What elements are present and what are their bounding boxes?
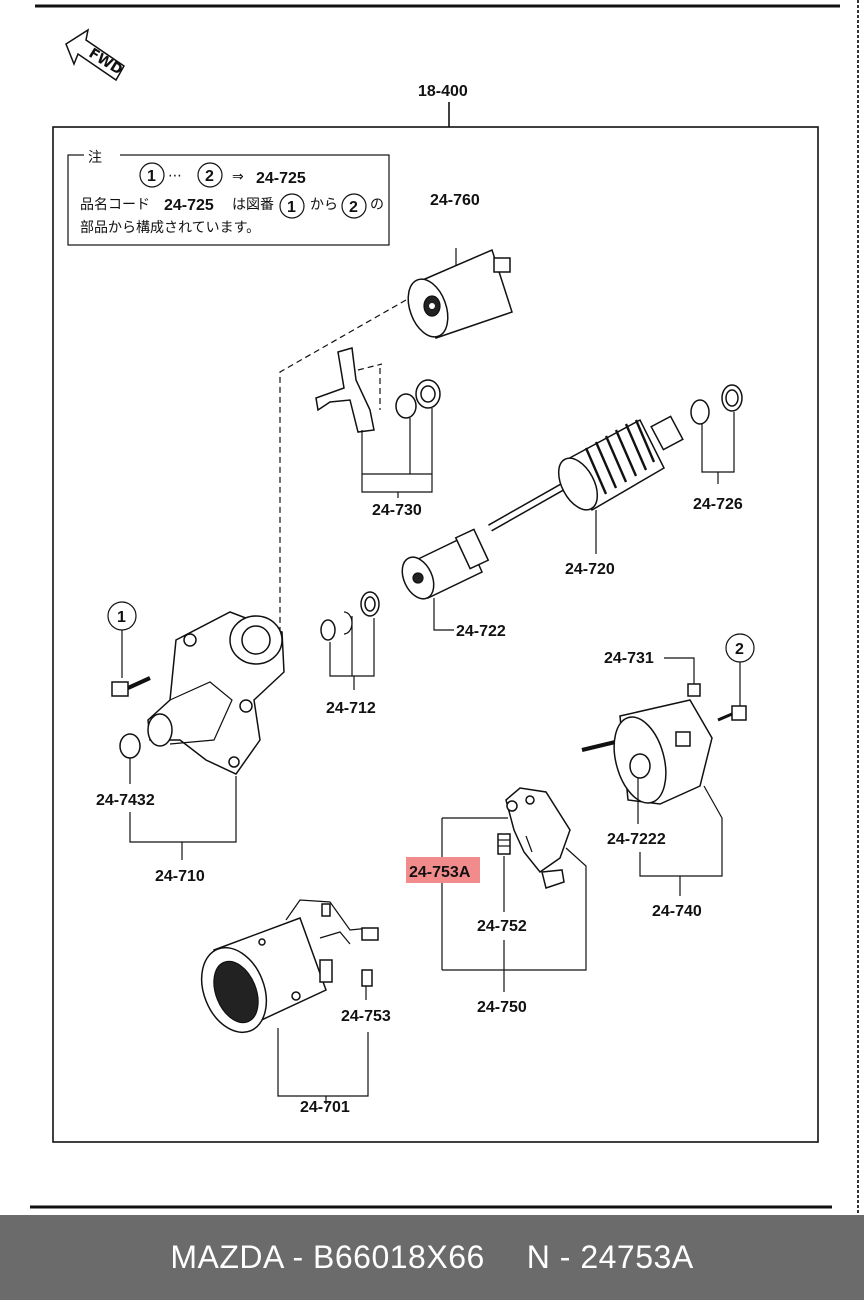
yoke-part (200, 899, 379, 1034)
note-line2-mid: は図番 (232, 197, 274, 213)
assembly-label: 18-400 (418, 83, 468, 100)
bolt-1-icon (111, 676, 151, 697)
bolt-2-icon (717, 705, 747, 722)
label-24-731: 24-731 (604, 650, 654, 667)
note-circle-2: 2 (205, 168, 214, 185)
part-info-footer: MAZDA - B66018X66 N - 24753A (0, 1215, 864, 1300)
diagram-frame (52, 126, 819, 1143)
note-line2-prefix: 品名コード (80, 197, 150, 213)
label-24-750: 24-750 (477, 999, 527, 1016)
note-title: 注 (88, 150, 102, 166)
label-24-710: 24-710 (155, 868, 205, 885)
note-line2-no: の (370, 197, 384, 213)
callout-2-number: 2 (735, 641, 744, 658)
shift-lever-part (315, 347, 441, 433)
label-24-730: 24-730 (372, 502, 422, 519)
brand-and-model: MAZDA - B66018X66 (170, 1239, 485, 1275)
drive-housing-part (147, 611, 285, 775)
terminal-icon (361, 969, 373, 987)
brush-holder-part (505, 787, 571, 889)
note-target: 24-725 (256, 170, 306, 187)
note-circle-2b: 2 (349, 199, 358, 216)
note-ellipsis: ⋯ (168, 168, 182, 184)
label-24-7432: 24-7432 (96, 792, 155, 809)
label-24-712: 24-712 (326, 700, 376, 717)
label-24-701: 24-701 (300, 1099, 350, 1116)
label-24-753A: 24-753A (409, 864, 471, 881)
note-box: 注 1 ⋯ 2 ⇒ 24-725 品名コード 24-725 は図番 1 から 2… (67, 140, 390, 246)
note-arrow: ⇒ (232, 169, 244, 185)
rear-cover-part (581, 699, 713, 805)
label-24-7222: 24-7222 (607, 831, 666, 848)
part-number: N - 24753A (526, 1239, 694, 1275)
armature-part (488, 415, 684, 532)
spring-icon (497, 833, 511, 855)
solenoid-part (407, 248, 513, 339)
note-line3: 部品から構成されています。 (80, 220, 260, 236)
label-24-722: 24-722 (456, 623, 506, 640)
note-circle-1: 1 (147, 168, 156, 185)
highlight-box (406, 857, 480, 883)
callout-1-number: 1 (117, 609, 126, 626)
label-24-740: 24-740 (652, 903, 702, 920)
note-line2-code: 24-725 (164, 197, 214, 214)
exploded-parts-diagram: FWD 18-400 注 1 ⋯ 2 ⇒ 24-725 品名コード 24-725… (30, 0, 859, 1215)
label-24-752: 24-752 (477, 918, 527, 935)
label-24-720: 24-720 (565, 561, 615, 578)
label-24-753: 24-753 (341, 1008, 391, 1025)
pinion-clutch-part (401, 528, 490, 600)
note-circle-1b: 1 (287, 199, 296, 216)
fwd-arrow-icon: FWD (65, 28, 125, 82)
label-24-726: 24-726 (693, 496, 743, 513)
label-24-760: 24-760 (430, 192, 480, 209)
note-line2-kara: から (310, 197, 338, 213)
